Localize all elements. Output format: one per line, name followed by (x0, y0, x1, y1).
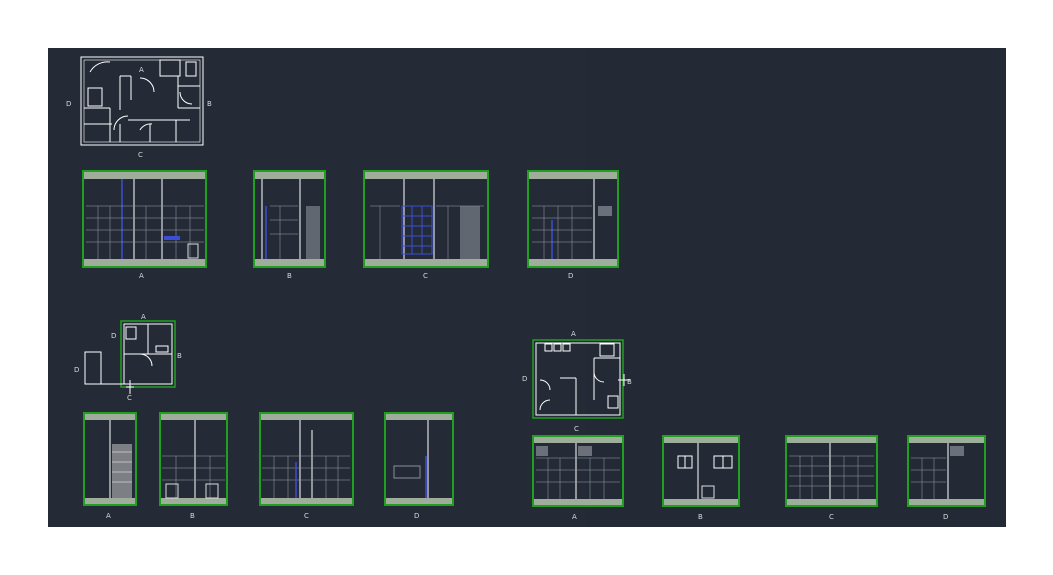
elev2-label-a: A (106, 512, 111, 520)
plan3-label-b: B (627, 378, 632, 386)
plan3-label-c: C (574, 425, 579, 433)
elevation-row-3 (532, 435, 986, 507)
elevation-row-2 (83, 412, 454, 506)
plan1-label-c: C (138, 151, 143, 159)
plan3-label-a: A (571, 330, 576, 338)
elev3-label-b: B (698, 513, 703, 521)
plan1-label-a: A (139, 66, 144, 74)
elevation-3c (785, 435, 878, 507)
elev2-label-c: C (304, 512, 309, 520)
elevation-1d (527, 170, 619, 268)
elev1-label-b: B (287, 272, 292, 280)
elevation-1b (253, 170, 326, 268)
elevation-3b (662, 435, 740, 507)
elev2-label-b: B (190, 512, 195, 520)
elev1-label-d: D (568, 272, 573, 280)
elev1-label-c: C (423, 272, 428, 280)
elevation-2d (384, 412, 454, 506)
floor-plan-1 (80, 56, 204, 146)
elev2-label-d: D (414, 512, 419, 520)
elev1-label-a: A (139, 272, 144, 280)
elev3-label-a: A (572, 513, 577, 521)
elevation-1c (363, 170, 489, 268)
elevation-3d (907, 435, 986, 507)
elevation-2b (159, 412, 228, 506)
model-space-background-strip (48, 48, 586, 527)
plan1-label-b: B (207, 100, 212, 108)
elevation-2c (259, 412, 354, 506)
floor-plan-2 (84, 320, 176, 394)
plan3-label-d: D (522, 375, 527, 383)
plan2-label-d: D (111, 332, 116, 340)
floor-plan-3 (532, 339, 630, 419)
elevation-3a (532, 435, 624, 507)
plan2-label-a: A (141, 313, 146, 321)
plan2-label-c: C (127, 394, 132, 402)
elev3-label-d: D (943, 513, 948, 521)
elevation-row-1 (82, 170, 619, 268)
elev3-label-c: C (829, 513, 834, 521)
elevation-2a (83, 412, 137, 506)
plan1-label-d: D (66, 100, 71, 108)
plan2-label-b: B (177, 352, 182, 360)
plan2-label-d-outer: D (74, 366, 79, 374)
elevation-1a (82, 170, 207, 268)
